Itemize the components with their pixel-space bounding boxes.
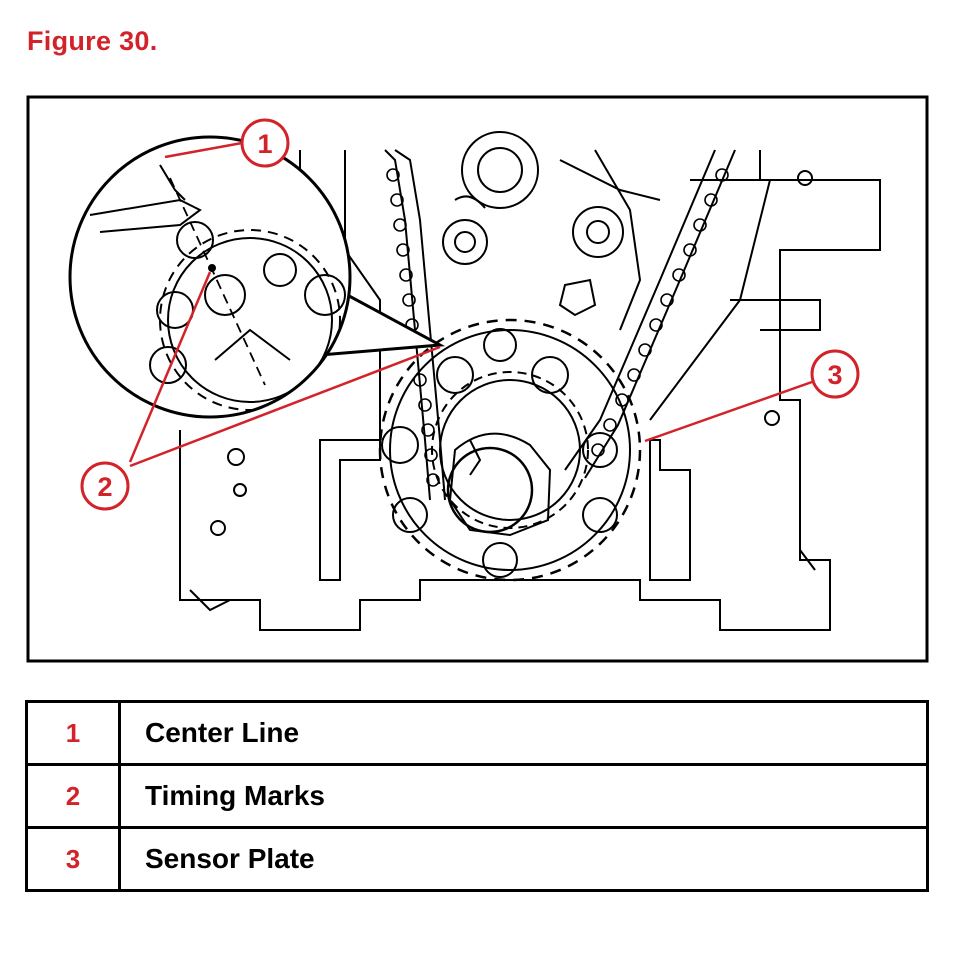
- svg-text:2: 2: [97, 472, 112, 502]
- legend-label: Center Line: [118, 700, 929, 766]
- crankshaft-hub: [446, 432, 552, 537]
- idler-pulleys: [442, 131, 661, 265]
- legend-number: 3: [25, 826, 121, 892]
- callout-badge-3: 3: [810, 349, 860, 399]
- legend-number: 2: [25, 763, 121, 829]
- svg-text:1: 1: [257, 129, 272, 159]
- figure-title: Figure 30.: [27, 26, 158, 56]
- legend-row: 2 Timing Marks: [25, 763, 929, 829]
- leader-lines: [128, 141, 813, 468]
- legend-row: 1 Center Line: [25, 700, 929, 766]
- callout-badge-1: 1: [240, 118, 290, 168]
- legend-label: Timing Marks: [118, 763, 929, 829]
- timing-chain-right: [564, 149, 772, 479]
- legend-number: 1: [25, 700, 121, 766]
- svg-text:3: 3: [827, 360, 842, 390]
- sensor-plate: [378, 318, 642, 582]
- legend-table: 1 Center Line 2 Timing Marks 3 Sensor Pl…: [25, 700, 929, 892]
- magnified-detail: [68, 135, 446, 419]
- callout-badge-2: 2: [80, 461, 130, 511]
- legend-label: Sensor Plate: [118, 826, 929, 892]
- legend-row: 3 Sensor Plate: [25, 826, 929, 892]
